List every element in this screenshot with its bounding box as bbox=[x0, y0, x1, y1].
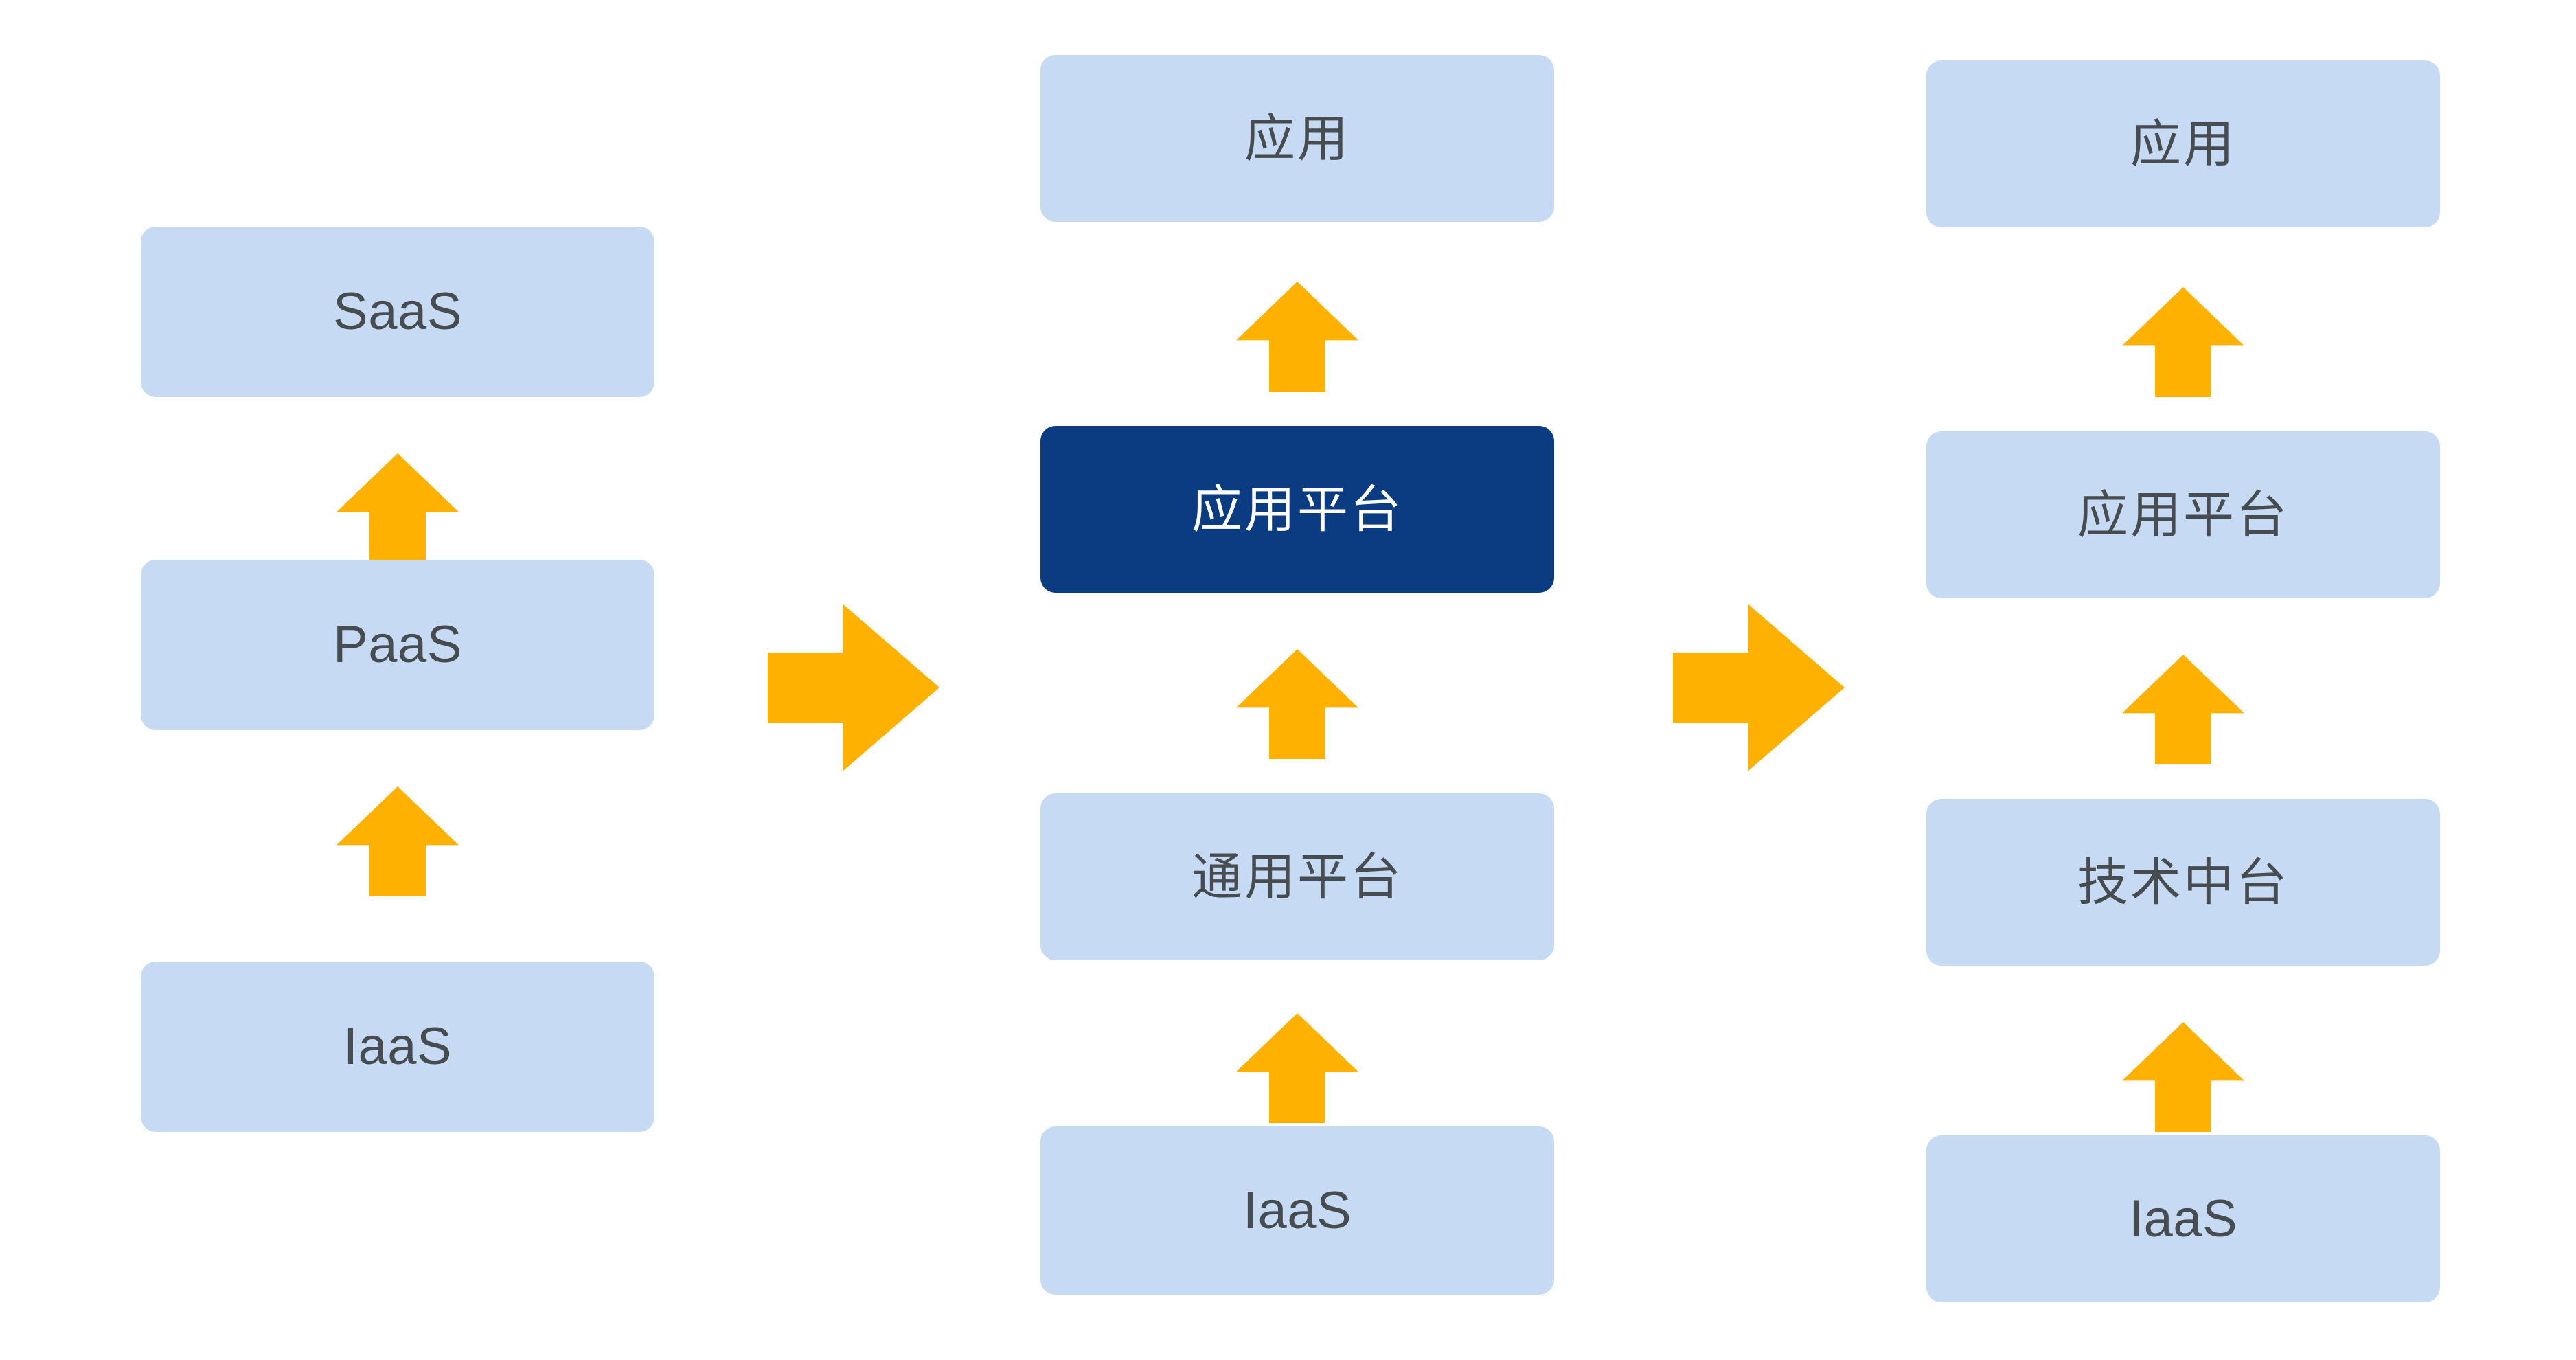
up-arrow-icon-general-to-platform-column-2 bbox=[1236, 649, 1358, 759]
up-arrow-icon-platform-to-application-column-3 bbox=[2122, 287, 2244, 397]
box-label-saas: SaaS bbox=[333, 282, 462, 341]
box-label-iaas-column-3: IaaS bbox=[2128, 1189, 2238, 1248]
box-label-general-platform-column-2: 通用平台 bbox=[1192, 848, 1403, 905]
box-label-application-platform-column-3: 应用平台 bbox=[2077, 486, 2289, 543]
box-technology-middle-platform-column-3[interactable]: 技术中台 bbox=[1926, 799, 2440, 966]
box-label-application-platform-column-2: 应用平台 bbox=[1192, 480, 1403, 538]
box-label-application-column-2: 应用 bbox=[1244, 109, 1350, 167]
box-general-platform-column-2[interactable]: 通用平台 bbox=[1040, 793, 1554, 960]
box-application-platform-column-3[interactable]: 应用平台 bbox=[1926, 431, 2440, 598]
box-label-application-column-3: 应用 bbox=[2130, 115, 2236, 172]
box-label-iaas-column-2: IaaS bbox=[1242, 1181, 1352, 1240]
right-arrow-icon-transition-1 bbox=[768, 604, 939, 771]
box-application-platform-column-2[interactable]: 应用平台 bbox=[1040, 426, 1554, 593]
up-arrow-icon-paas-to-saas bbox=[337, 453, 459, 563]
box-application-column-3[interactable]: 应用 bbox=[1926, 60, 2440, 227]
up-arrow-icon-iaas-to-general-column-2 bbox=[1236, 1013, 1358, 1123]
box-iaas-column-3[interactable]: IaaS bbox=[1926, 1135, 2440, 1302]
box-label-paas: PaaS bbox=[333, 615, 462, 674]
box-label-iaas-column-1: IaaS bbox=[343, 1017, 453, 1076]
right-arrow-icon-transition-2 bbox=[1673, 604, 1845, 771]
up-arrow-icon-tech-to-platform-column-3 bbox=[2122, 655, 2244, 764]
up-arrow-icon-iaas-to-tech-column-3 bbox=[2122, 1022, 2244, 1132]
box-iaas-column-1[interactable]: IaaS bbox=[141, 962, 654, 1132]
box-paas[interactable]: PaaS bbox=[141, 560, 654, 730]
box-saas[interactable]: SaaS bbox=[141, 227, 654, 397]
box-label-technology-middle-platform-column-3: 技术中台 bbox=[2077, 853, 2289, 911]
box-iaas-column-2[interactable]: IaaS bbox=[1040, 1126, 1554, 1295]
up-arrow-icon-platform-to-application-column-2 bbox=[1236, 282, 1358, 392]
up-arrow-icon-iaas-to-paas bbox=[337, 786, 459, 896]
box-application-column-2[interactable]: 应用 bbox=[1040, 55, 1554, 222]
